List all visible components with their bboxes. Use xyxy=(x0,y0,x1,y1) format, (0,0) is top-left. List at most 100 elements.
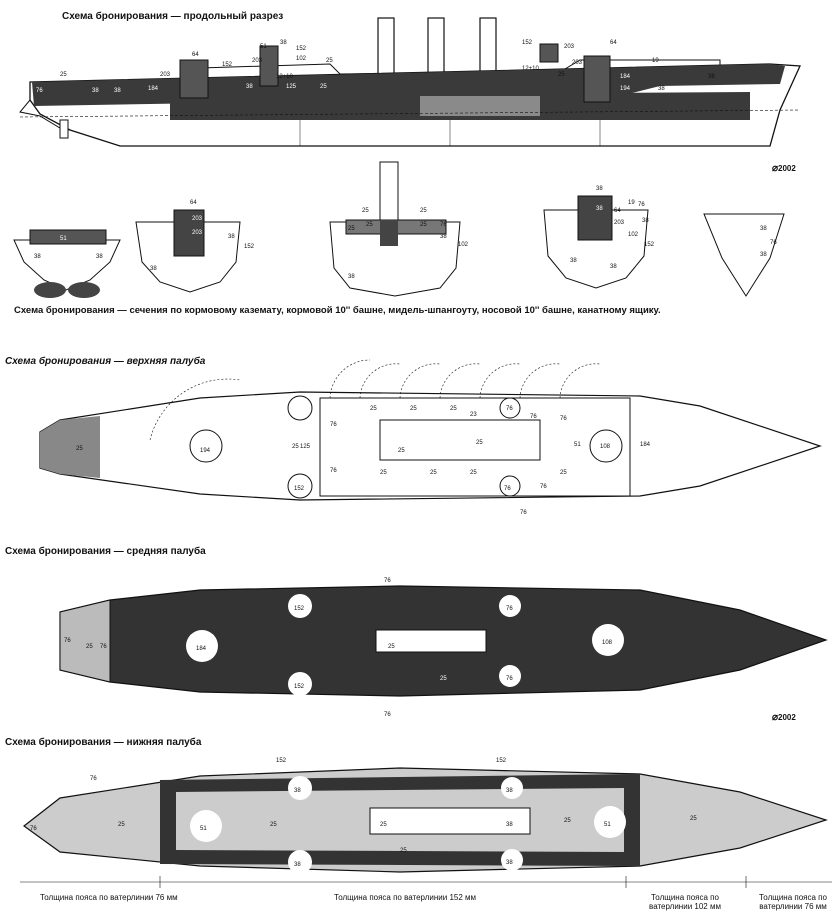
armor-label: 184 xyxy=(196,646,207,652)
armor-label: 25 xyxy=(430,470,437,476)
armor-label: 76 xyxy=(36,88,43,94)
armor-label: 25 xyxy=(370,406,377,412)
armor-label: 76 xyxy=(30,826,37,832)
armor-label: 38 xyxy=(658,86,665,92)
armor-label: 152 xyxy=(222,62,233,68)
armor-label: 38 xyxy=(760,226,767,232)
armor-label: 51 xyxy=(260,44,267,50)
armor-label: 25 xyxy=(560,470,567,476)
armor-label: 194 xyxy=(200,448,211,454)
armor-label: 12+10 xyxy=(276,74,294,80)
armor-label: 76 xyxy=(506,606,513,612)
signature-mark-icon: ⌀ xyxy=(772,712,779,723)
armor-label: 51 xyxy=(574,442,581,448)
armor-label: 25 xyxy=(420,222,427,228)
belt-legend-line2: ватерлинии 102 мм xyxy=(649,902,721,911)
armor-label: 76 xyxy=(770,240,777,246)
author-signature-1: ⌀2002 xyxy=(772,163,796,174)
belt-legend-102mm: Толщина пояса по ватерлинии 102 мм xyxy=(640,893,730,911)
armor-label: 76 xyxy=(638,202,645,208)
armor-label: 76 xyxy=(506,406,513,412)
armor-label: 25 xyxy=(380,822,387,828)
armor-label: 76 xyxy=(64,638,71,644)
signature-year: 2002 xyxy=(778,164,796,173)
armor-label: 25 xyxy=(564,818,571,824)
armor-label: 76 xyxy=(384,712,391,718)
belt-legend-152mm: Толщина пояса по ватерлинии 152 мм xyxy=(330,893,480,902)
armor-label: 76 xyxy=(330,422,337,428)
armor-label: 25 xyxy=(326,58,333,64)
armor-label: 152 xyxy=(294,606,305,612)
armor-label: 38 xyxy=(596,206,603,212)
armor-label: 203 xyxy=(160,72,171,78)
author-signature-2: ⌀2002 xyxy=(772,712,796,723)
belt-legend-line1: Толщина пояса по xyxy=(759,893,827,902)
armor-label: 25 xyxy=(690,816,697,822)
belt-legend-line1: Толщина пояса по ватерлинии 76 мм xyxy=(40,893,178,902)
armor-label: 38 xyxy=(150,266,157,272)
armor-label: 23 xyxy=(470,412,477,418)
armor-label: 203 xyxy=(564,44,575,50)
section-aft-turret: 64 203 203 152 38 38 xyxy=(135,200,255,293)
armor-label: 102 xyxy=(296,56,307,62)
armor-label: 76 xyxy=(440,222,447,228)
armor-label: 152 xyxy=(294,684,305,690)
signature-mark-icon: ⌀ xyxy=(772,163,779,174)
armor-label: 203 xyxy=(614,220,625,226)
armor-label: 38 xyxy=(610,264,617,270)
belt-legend-line1: Толщина пояса по xyxy=(651,893,719,902)
armor-label: 19 xyxy=(652,58,659,64)
armor-label: 76 xyxy=(330,468,337,474)
belt-legend-line2: ватерлинии 76 мм xyxy=(759,902,827,911)
armor-label: 25 xyxy=(398,448,405,454)
armor-label: 25 xyxy=(400,848,407,854)
armor-label: 25 xyxy=(420,208,427,214)
armor-label: 25 xyxy=(470,470,477,476)
armor-label: 76 xyxy=(384,578,391,584)
armor-label: 184 xyxy=(148,86,159,92)
armor-label: 64 xyxy=(610,40,617,46)
armor-label: 64 xyxy=(190,200,197,206)
armor-label: 25 xyxy=(348,226,355,232)
section-aft-casemate: 51 38 38 xyxy=(13,229,121,298)
armor-label: 25 xyxy=(292,444,299,450)
armor-label: 76 xyxy=(560,416,567,422)
armor-label: 38 xyxy=(570,258,577,264)
armor-label: 25 xyxy=(388,644,395,650)
armor-label: 194 xyxy=(620,86,631,92)
armor-label: 76 xyxy=(530,414,537,420)
armor-label: 64 xyxy=(192,52,199,58)
armor-label: 76 xyxy=(506,676,513,682)
armor-label: 76 xyxy=(520,510,527,516)
armor-label: 152 xyxy=(522,40,533,46)
armor-label: 152 xyxy=(496,758,507,764)
title-upper-deck: Схема бронирования — верхняя палуба xyxy=(5,356,206,367)
armor-label: 25 xyxy=(380,470,387,476)
title-lower-deck: Схема бронирования — нижняя палуба xyxy=(5,737,202,748)
armor-label: 12+10 xyxy=(522,66,540,72)
section-midship: 25 25 25 25 25 76 38 38 102 xyxy=(329,161,469,297)
armor-label: 25 xyxy=(270,822,277,828)
armor-label: 38 xyxy=(114,88,121,94)
armor-label: 184 xyxy=(620,74,631,80)
armor-label: 203 xyxy=(192,216,203,222)
armor-label: 76 xyxy=(100,644,107,650)
armor-label: 51 xyxy=(604,822,611,828)
armor-label: 25 xyxy=(362,208,369,214)
armor-label: 38 xyxy=(34,254,41,260)
armor-label: 38 xyxy=(506,822,513,828)
armor-label: 25 xyxy=(320,84,327,90)
armor-label: 38 xyxy=(280,40,287,46)
armor-label: 25 xyxy=(60,72,67,78)
title-longitudinal-section: Схема бронирования — продольный разрез xyxy=(62,11,284,22)
armor-label: 25 xyxy=(410,406,417,412)
armor-label: 25 xyxy=(440,676,447,682)
armor-label: 25 xyxy=(476,440,483,446)
armor-label: 38 xyxy=(294,788,301,794)
armor-label: 25 xyxy=(450,406,457,412)
armor-label: 203 xyxy=(192,230,203,236)
belt-legend-76mm-aft: Толщина пояса по ватерлинии 76 мм xyxy=(40,893,178,902)
armor-label: 203 xyxy=(572,60,583,66)
